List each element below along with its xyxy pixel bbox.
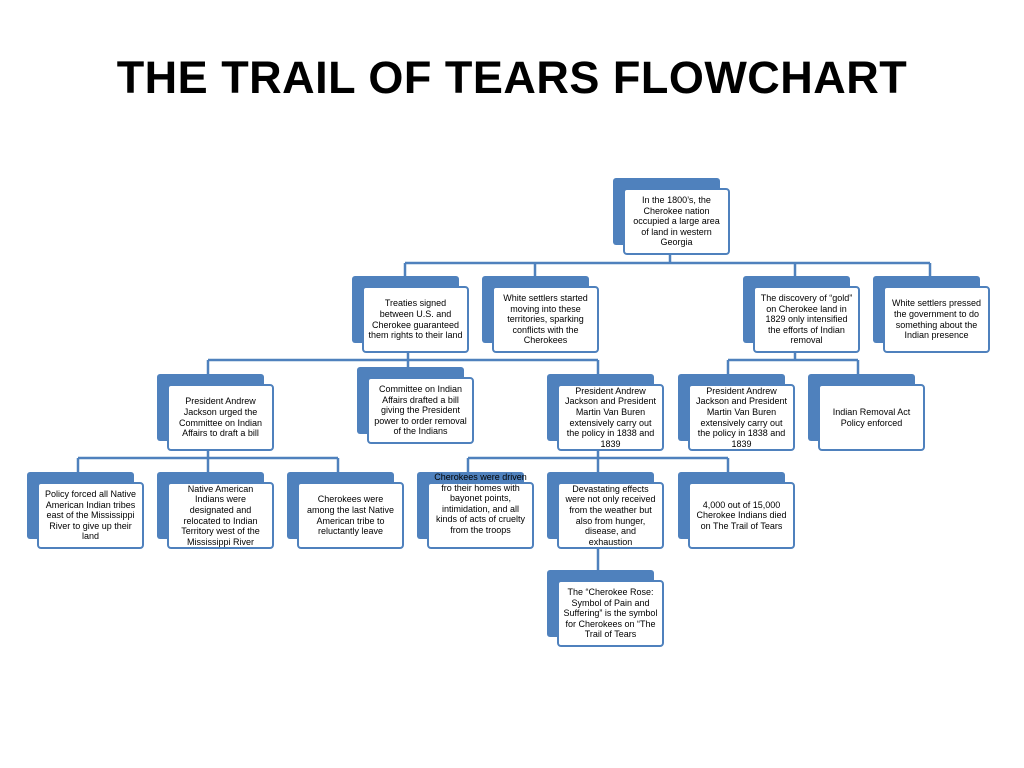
node-cherokee-rose-text: The “Cherokee Rose: Symbol of Pain and S… [563,587,658,640]
node-jackson-van-buren-1-text: President Andrew Jackson and President M… [564,385,657,449]
node-cherokee-rose: The “Cherokee Rose: Symbol of Pain and S… [547,570,664,647]
node-white-settlers-pressed-text: White settlers pressed the government to… [891,298,982,341]
node-treaties-text: Treaties signed between U.S. and Cheroke… [368,298,463,341]
node-devastating-text: Devastating effects were not only receiv… [565,483,656,547]
node-policy-forced: Policy forced all Native American Indian… [27,472,144,549]
node-last-tribe: Cherokees were among the last Native Ame… [287,472,404,549]
node-relocated-text: Native American Indians were designated … [181,483,260,547]
node-jackson-urged: President Andrew Jackson urged the Commi… [157,374,274,451]
node-relocated: Native American Indians were designated … [157,472,274,549]
node-removal-act: Indian Removal Act Policy enforced [808,374,925,451]
node-removal-act-text: Indian Removal Act Policy enforced [832,406,911,428]
node-jackson-urged-text: President Andrew Jackson urged the Commi… [178,396,263,439]
node-committee-bill-text: Committee on Indian Affairs drafted a bi… [374,384,467,437]
node-gold-discovery: The discovery of “gold” on Cherokee land… [743,276,860,353]
node-white-settlers-moving: White settlers started moving into these… [482,276,599,353]
node-gold-discovery-text: The discovery of “gold” on Cherokee land… [760,293,853,346]
node-bayonet-text: Cherokees were driven fro their homes wi… [434,472,527,535]
node-white-settlers-pressed: White settlers pressed the government to… [873,276,990,353]
node-jackson-van-buren-2: President Andrew Jackson and President M… [678,374,795,451]
node-policy-forced-text: Policy forced all Native American Indian… [44,489,137,542]
node-committee-bill: Committee on Indian Affairs drafted a bi… [357,367,474,444]
node-bayonet: Cherokees were driven fro their homes wi… [417,472,534,549]
node-jackson-van-buren-2-text: President Andrew Jackson and President M… [695,385,788,449]
node-treaties: Treaties signed between U.S. and Cheroke… [352,276,469,353]
node-root: In the 1800’s, the Cherokee nation occup… [613,178,730,255]
node-jackson-van-buren-1: President Andrew Jackson and President M… [547,374,664,451]
node-white-settlers-moving-text: White settlers started moving into these… [503,293,588,346]
node-deaths-text: 4,000 out of 15,000 Cherokee Indians die… [696,499,787,531]
node-deaths: 4,000 out of 15,000 Cherokee Indians die… [678,472,795,549]
node-devastating: Devastating effects were not only receiv… [547,472,664,549]
page-title: THE TRAIL OF TEARS FLOWCHART [116,52,908,103]
node-last-tribe-text: Cherokees were among the last Native Ame… [306,494,395,537]
node-root-text: In the 1800’s, the Cherokee nation occup… [633,195,720,248]
